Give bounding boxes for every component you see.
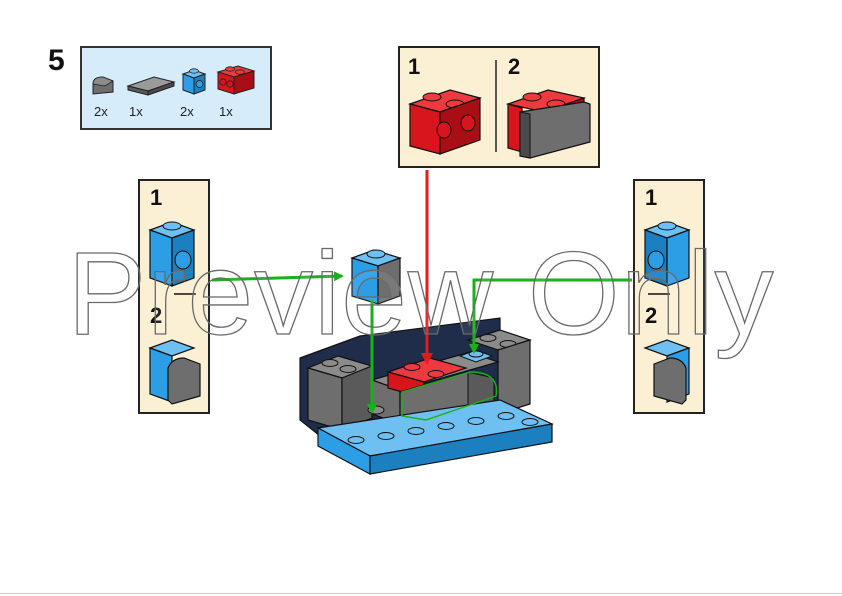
blue-brick-with-slope-icon (150, 340, 200, 404)
blue-brick-side-stud-icon (645, 222, 689, 286)
blue-brick-side-stud-icon (150, 222, 194, 286)
green-arrow (212, 276, 342, 280)
bottom-divider (0, 593, 842, 594)
blue-brick-with-slope-icon (645, 340, 689, 404)
red-brick-with-tile-icon (508, 90, 590, 158)
red-brick-side-studs-icon (410, 90, 480, 154)
floating-blue-brick-icon (352, 250, 400, 304)
